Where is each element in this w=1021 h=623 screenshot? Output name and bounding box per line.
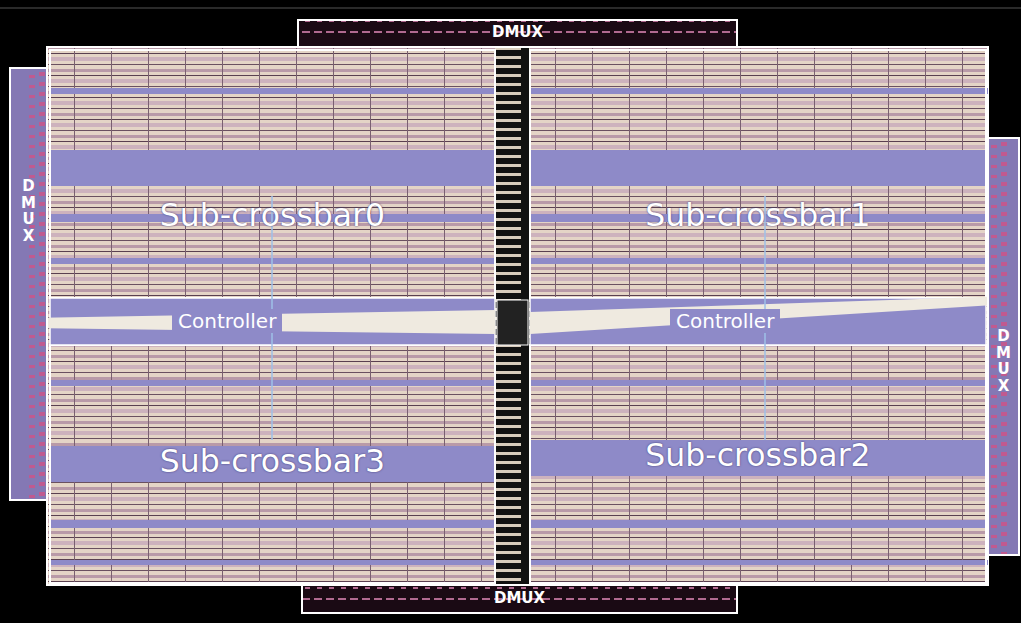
sub-crossbar: Sub-crossbar1 <box>530 50 986 298</box>
controller-band-label: Controller <box>670 309 780 333</box>
sub-crossbar-label: Sub-crossbar0 <box>50 197 495 233</box>
sub-crossbar-label: Sub-crossbar3 <box>50 443 495 479</box>
dmux-blocks <box>10 20 1019 613</box>
dmux-block: DMUX <box>988 138 1019 555</box>
chip-core <box>47 47 988 585</box>
dmux-block-label: DMUX <box>494 590 545 607</box>
controller-bands <box>28 296 1010 345</box>
controller-band: Controller <box>530 298 986 345</box>
sub-crossbar-label: Sub-crossbar2 <box>530 437 986 473</box>
sub-crossbar: Sub-crossbar2 <box>530 345 986 583</box>
sub-crossbar: Sub-crossbar0 <box>50 50 495 298</box>
dmux-block: DMUX <box>302 585 737 613</box>
controller-band-label: Controller <box>172 309 282 333</box>
center-column <box>495 47 530 585</box>
dmux-block-label: DMUX <box>492 24 543 41</box>
sub-crossbar-label: Sub-crossbar1 <box>530 197 986 233</box>
dmux-block: DMUX <box>298 20 737 47</box>
center-block <box>497 300 528 345</box>
grid-ticks <box>0 8 1021 9</box>
dmux-block: DMUX <box>10 68 47 500</box>
dmux-block-label: DMUX <box>21 178 36 244</box>
dmux-block-label: DMUX <box>996 328 1011 394</box>
controller-band: Controller <box>50 298 495 345</box>
quadrant-borders <box>50 50 986 583</box>
sub-crossbar: Sub-crossbar3 <box>50 345 495 583</box>
